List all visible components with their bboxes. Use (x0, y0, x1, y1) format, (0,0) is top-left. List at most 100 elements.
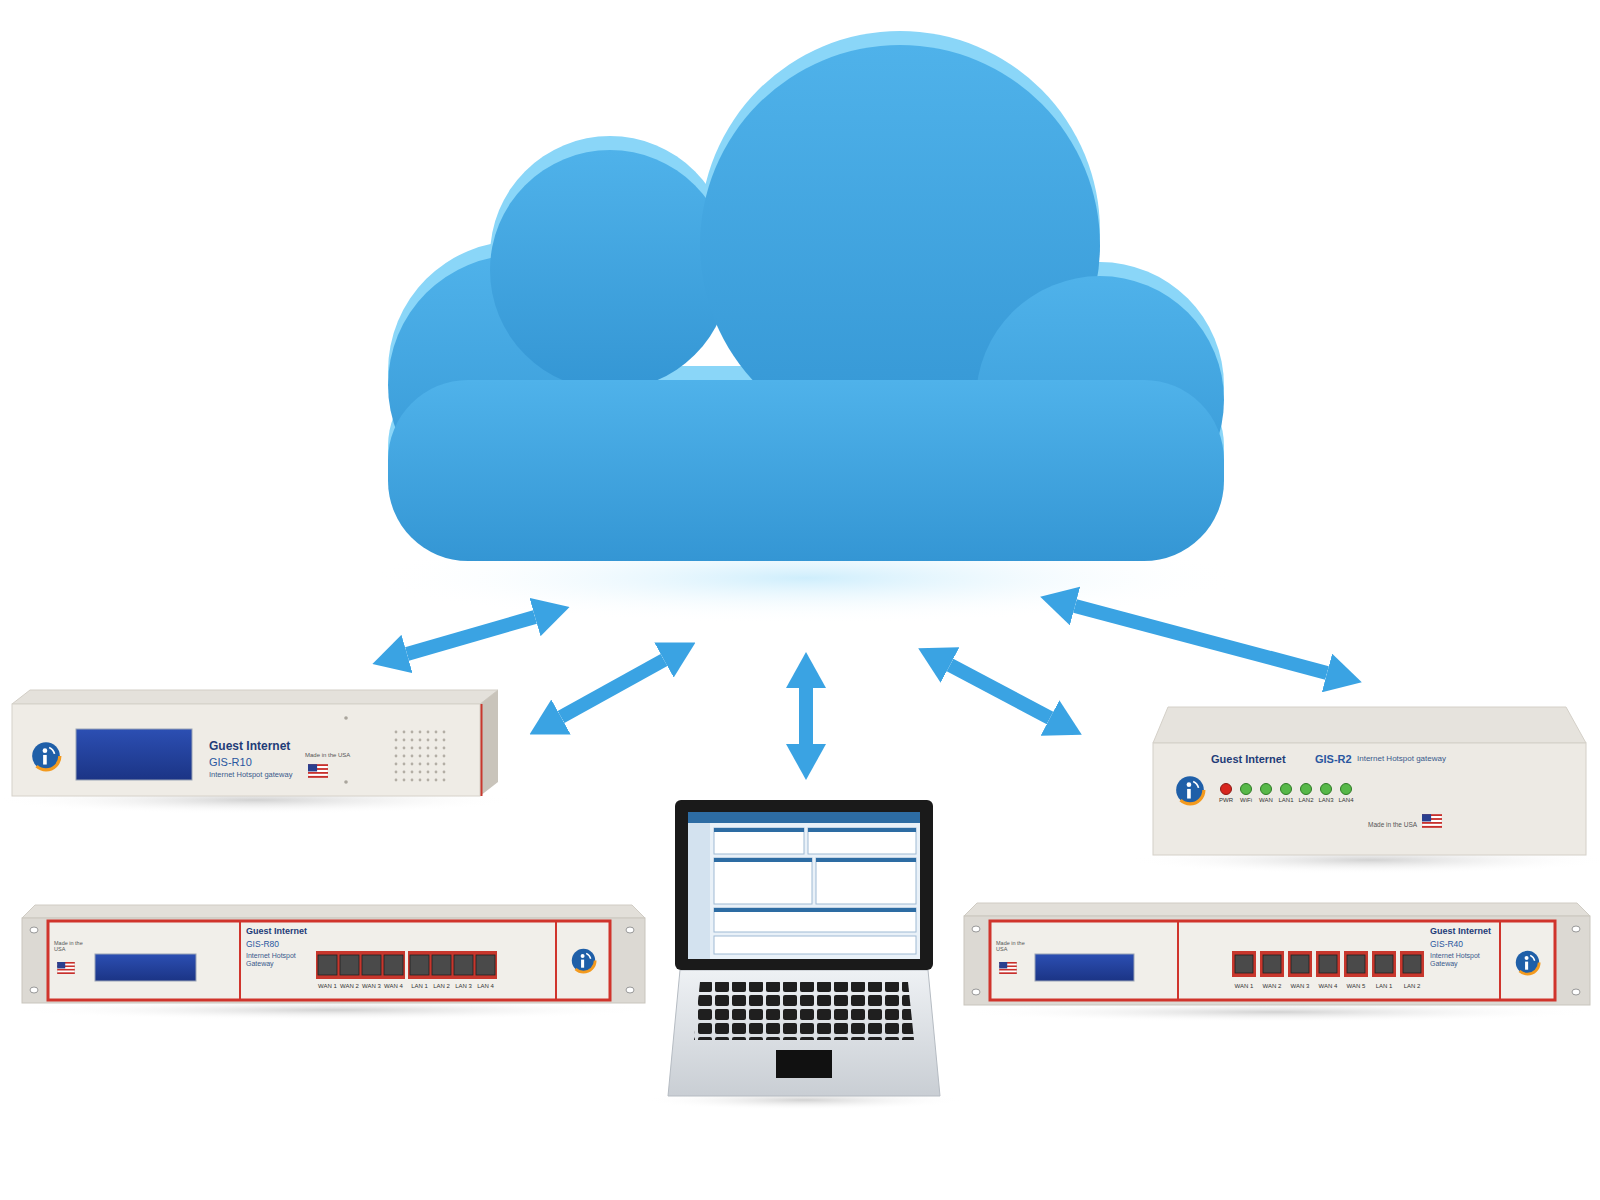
logo (572, 949, 595, 972)
box-front (12, 704, 480, 796)
us-flag (57, 962, 75, 974)
screw (344, 780, 348, 784)
port-label: LAN 1 (411, 983, 428, 990)
screen-panel (808, 828, 916, 854)
status-leds (1221, 784, 1352, 795)
port-label: WAN 2 (340, 983, 359, 990)
port-label: LAN 1 (1376, 983, 1393, 990)
front-panel (48, 921, 610, 1000)
mount-hole (972, 926, 980, 932)
logo (1516, 951, 1539, 974)
led (1241, 784, 1252, 795)
led-label: LAN4 (1338, 797, 1353, 804)
led (1301, 784, 1312, 795)
port-label: WAN 5 (1347, 983, 1366, 990)
cloud-lobe (490, 150, 730, 390)
port-frame (1400, 951, 1424, 977)
double-arrow (561, 660, 664, 717)
ethernet-port (432, 955, 451, 975)
rack-top (22, 905, 645, 918)
box-top (1153, 707, 1586, 743)
port-label: WAN 2 (1263, 983, 1282, 990)
led (1261, 784, 1272, 795)
port-label: WAN 3 (1291, 983, 1310, 990)
double-arrow (950, 665, 1050, 718)
model-name: GIS-R2 (1315, 753, 1352, 765)
port-label: LAN 2 (433, 983, 450, 990)
cloud (388, 45, 1224, 561)
led (1341, 784, 1352, 795)
ethernet-port (476, 955, 495, 975)
ethernet-port (1291, 955, 1309, 973)
port-label: WAN 4 (1319, 983, 1338, 990)
port-label: LAN 4 (477, 983, 494, 990)
hotspot-gateway: Guest InternetGIS-R10Internet Hotspot ga… (12, 704, 480, 796)
device-text: Guest Internet (209, 740, 290, 753)
screen-panel (714, 936, 916, 954)
ethernet-port (454, 955, 473, 975)
panel-divider (1177, 921, 1179, 1000)
ethernet-port (1403, 955, 1421, 973)
panel-header (714, 858, 812, 862)
ethernet-port (1319, 955, 1337, 973)
logo (32, 742, 60, 770)
mount-hole (30, 987, 38, 993)
device-text: Made in the USA (54, 940, 90, 952)
device-text: GIS-R40 (1430, 940, 1463, 949)
device-text: Internet Hotspot gateway (209, 771, 292, 779)
device-text: Made in the USA (305, 752, 350, 759)
mount-hole (626, 987, 634, 993)
laptop-base (668, 970, 940, 1096)
ethernet-port (1235, 955, 1253, 973)
hotspot-gateway: Made in the USAGuest InternetGIS-R80Inte… (22, 918, 645, 1003)
device-text: Made in the USA (996, 940, 1032, 952)
screen-panel (714, 908, 916, 932)
ethernet-port (1347, 955, 1365, 973)
front-panel (990, 921, 1555, 1000)
port-block (316, 951, 405, 979)
mount-hole (972, 989, 980, 995)
vent-grille (393, 726, 449, 785)
port-label: WAN 1 (1235, 983, 1254, 990)
rack-front (22, 918, 645, 1003)
hotspot-gateway: Guest InternetGIS-R2Internet Hotspot gat… (1153, 743, 1586, 855)
us-flag (1422, 814, 1442, 828)
device-text: Internet Hotspot Gateway (246, 952, 310, 967)
lcd-display (1035, 954, 1134, 981)
port-frame (1260, 951, 1284, 977)
port-frame (1372, 951, 1396, 977)
logo (1176, 776, 1204, 804)
laptop-screen-frame (675, 800, 933, 970)
model-name: Guest Internet (1430, 927, 1491, 937)
port-frame (1344, 951, 1368, 977)
laptop-screen (688, 812, 920, 959)
port-frame (1316, 951, 1340, 977)
rack-top (964, 903, 1590, 916)
led-label: PWR (1219, 797, 1233, 804)
ethernet-port (410, 955, 429, 975)
ethernet-ports (318, 955, 495, 975)
screen-header (688, 812, 920, 823)
box-front (1153, 743, 1586, 855)
panel-divider (1499, 921, 1501, 1000)
mount-hole (626, 927, 634, 933)
screen-panel (714, 828, 804, 854)
panel-header (808, 828, 916, 832)
panel-header (714, 908, 916, 912)
device-text: GIS-R80 (246, 940, 279, 949)
ethernet-ports (1232, 951, 1424, 977)
led-label: WAN (1259, 797, 1273, 804)
screen-sidebar (688, 823, 710, 959)
panel-header (714, 828, 804, 832)
device-text: Internet Hotspot Gateway (1430, 952, 1494, 967)
device-text: Made in the USA (1368, 821, 1417, 828)
cloud-base (388, 380, 1224, 561)
rack-front (964, 916, 1590, 1005)
port-label: WAN 4 (384, 983, 403, 990)
double-arrow (407, 617, 535, 654)
us-flag (999, 962, 1017, 974)
double-arrow (1075, 606, 1327, 673)
screw (344, 716, 348, 720)
